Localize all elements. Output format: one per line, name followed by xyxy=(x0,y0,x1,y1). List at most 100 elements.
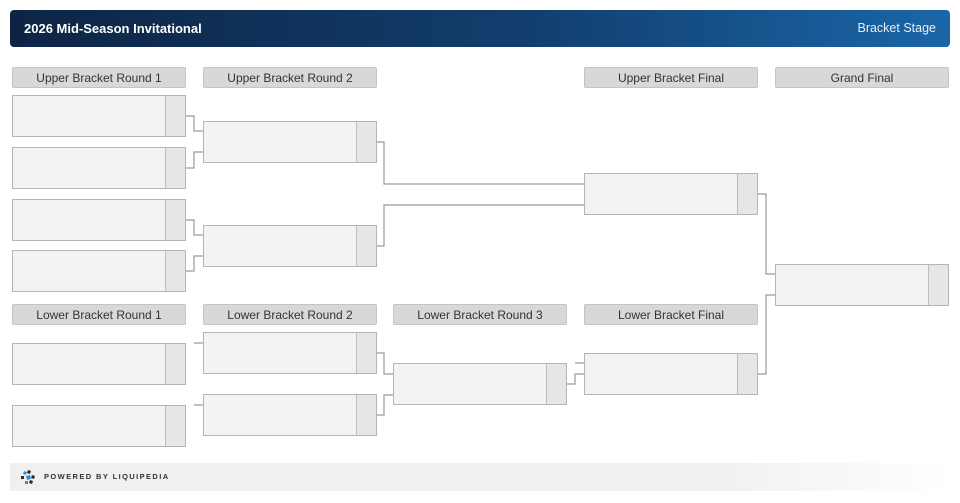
connector-line xyxy=(186,255,203,272)
team-name xyxy=(585,194,737,214)
match-slot-bottom[interactable] xyxy=(776,285,948,305)
team-name xyxy=(13,116,165,136)
team-score xyxy=(546,364,566,384)
match-slot-top[interactable] xyxy=(13,344,185,365)
connector-line xyxy=(186,151,203,169)
team-name xyxy=(585,354,737,374)
team-name xyxy=(776,285,928,305)
team-score xyxy=(165,116,185,136)
team-name xyxy=(13,426,165,446)
match-ub-r2-1[interactable] xyxy=(203,121,377,163)
match-slot-bottom[interactable] xyxy=(13,426,185,446)
team-score xyxy=(737,174,757,194)
team-score xyxy=(356,415,376,435)
team-name xyxy=(13,344,165,364)
team-name xyxy=(13,96,165,116)
match-slot-bottom[interactable] xyxy=(204,415,376,435)
connector-line xyxy=(376,394,394,416)
match-slot-top[interactable] xyxy=(204,333,376,354)
team-score xyxy=(165,426,185,446)
team-name xyxy=(13,168,165,188)
round-header-lb-r3: Lower Bracket Round 3 xyxy=(393,304,567,325)
match-slot-top[interactable] xyxy=(13,148,185,169)
match-slot-top[interactable] xyxy=(776,265,948,286)
match-ub-r1-4[interactable] xyxy=(12,250,186,292)
match-slot-top[interactable] xyxy=(204,226,376,247)
team-name xyxy=(13,364,165,384)
connector-line xyxy=(376,141,584,185)
match-slot-bottom[interactable] xyxy=(13,364,185,384)
team-name xyxy=(204,353,356,373)
team-name xyxy=(13,148,165,168)
match-lb-r1-1[interactable] xyxy=(12,343,186,385)
team-score xyxy=(165,168,185,188)
team-name xyxy=(13,251,165,271)
match-grand-final[interactable] xyxy=(775,264,949,306)
powered-by-text[interactable]: POWERED BY LIQUIPEDIA xyxy=(44,472,170,481)
team-name xyxy=(204,333,356,353)
match-slot-bottom[interactable] xyxy=(585,374,757,394)
match-slot-top[interactable] xyxy=(394,364,566,385)
stage-label[interactable]: Bracket Stage xyxy=(857,21,936,35)
match-slot-bottom[interactable] xyxy=(204,246,376,266)
match-slot-bottom[interactable] xyxy=(204,353,376,373)
match-ub-r1-2[interactable] xyxy=(12,147,186,189)
team-name xyxy=(13,271,165,291)
liquipedia-logo-icon xyxy=(21,470,35,484)
team-name xyxy=(585,374,737,394)
team-name xyxy=(394,384,546,404)
bracket-header: 2026 Mid-Season Invitational Bracket Sta… xyxy=(10,10,950,47)
team-score xyxy=(165,200,185,220)
team-score xyxy=(165,96,185,116)
match-slot-top[interactable] xyxy=(13,406,185,427)
match-slot-top[interactable] xyxy=(13,251,185,272)
team-score xyxy=(165,271,185,291)
match-slot-bottom[interactable] xyxy=(13,168,185,188)
team-score xyxy=(165,251,185,271)
match-slot-top[interactable] xyxy=(204,395,376,416)
team-score xyxy=(928,265,948,285)
team-score xyxy=(165,406,185,426)
match-ub-r1-1[interactable] xyxy=(12,95,186,137)
round-header-lb-final: Lower Bracket Final xyxy=(584,304,758,325)
match-slot-top[interactable] xyxy=(13,200,185,221)
round-header-lb-r1: Lower Bracket Round 1 xyxy=(12,304,186,325)
match-slot-bottom[interactable] xyxy=(394,384,566,404)
match-ub-r1-3[interactable] xyxy=(12,199,186,241)
round-header-ub-r1: Upper Bracket Round 1 xyxy=(12,67,186,88)
match-slot-top[interactable] xyxy=(13,96,185,117)
team-score xyxy=(356,353,376,373)
connector-line xyxy=(186,219,203,236)
match-slot-bottom[interactable] xyxy=(204,142,376,162)
team-score xyxy=(737,354,757,374)
match-lb-r2-2[interactable] xyxy=(203,394,377,436)
match-slot-bottom[interactable] xyxy=(13,271,185,291)
match-lb-final[interactable] xyxy=(584,353,758,395)
match-slot-bottom[interactable] xyxy=(13,116,185,136)
connector-line xyxy=(376,352,394,375)
team-score xyxy=(356,246,376,266)
match-lb-r3[interactable] xyxy=(393,363,567,405)
team-name xyxy=(204,415,356,435)
tournament-title: 2026 Mid-Season Invitational xyxy=(24,21,202,36)
match-slot-top[interactable] xyxy=(585,354,757,375)
team-score xyxy=(546,384,566,404)
match-lb-r2-1[interactable] xyxy=(203,332,377,374)
team-score xyxy=(356,142,376,162)
round-header-ub-r2: Upper Bracket Round 2 xyxy=(203,67,377,88)
connector-line xyxy=(567,373,584,385)
match-slot-bottom[interactable] xyxy=(13,220,185,240)
match-lb-r1-2[interactable] xyxy=(12,405,186,447)
connector-line xyxy=(757,193,775,275)
team-score xyxy=(356,226,376,246)
connector-line xyxy=(376,204,584,247)
match-slot-top[interactable] xyxy=(585,174,757,195)
match-slot-bottom[interactable] xyxy=(585,194,757,214)
match-ub-r2-2[interactable] xyxy=(203,225,377,267)
match-slot-top[interactable] xyxy=(204,122,376,143)
powered-by-footer[interactable]: POWERED BY LIQUIPEDIA xyxy=(10,463,950,491)
match-ub-final[interactable] xyxy=(584,173,758,215)
team-name xyxy=(204,395,356,415)
round-header-lb-r2: Lower Bracket Round 2 xyxy=(203,304,377,325)
